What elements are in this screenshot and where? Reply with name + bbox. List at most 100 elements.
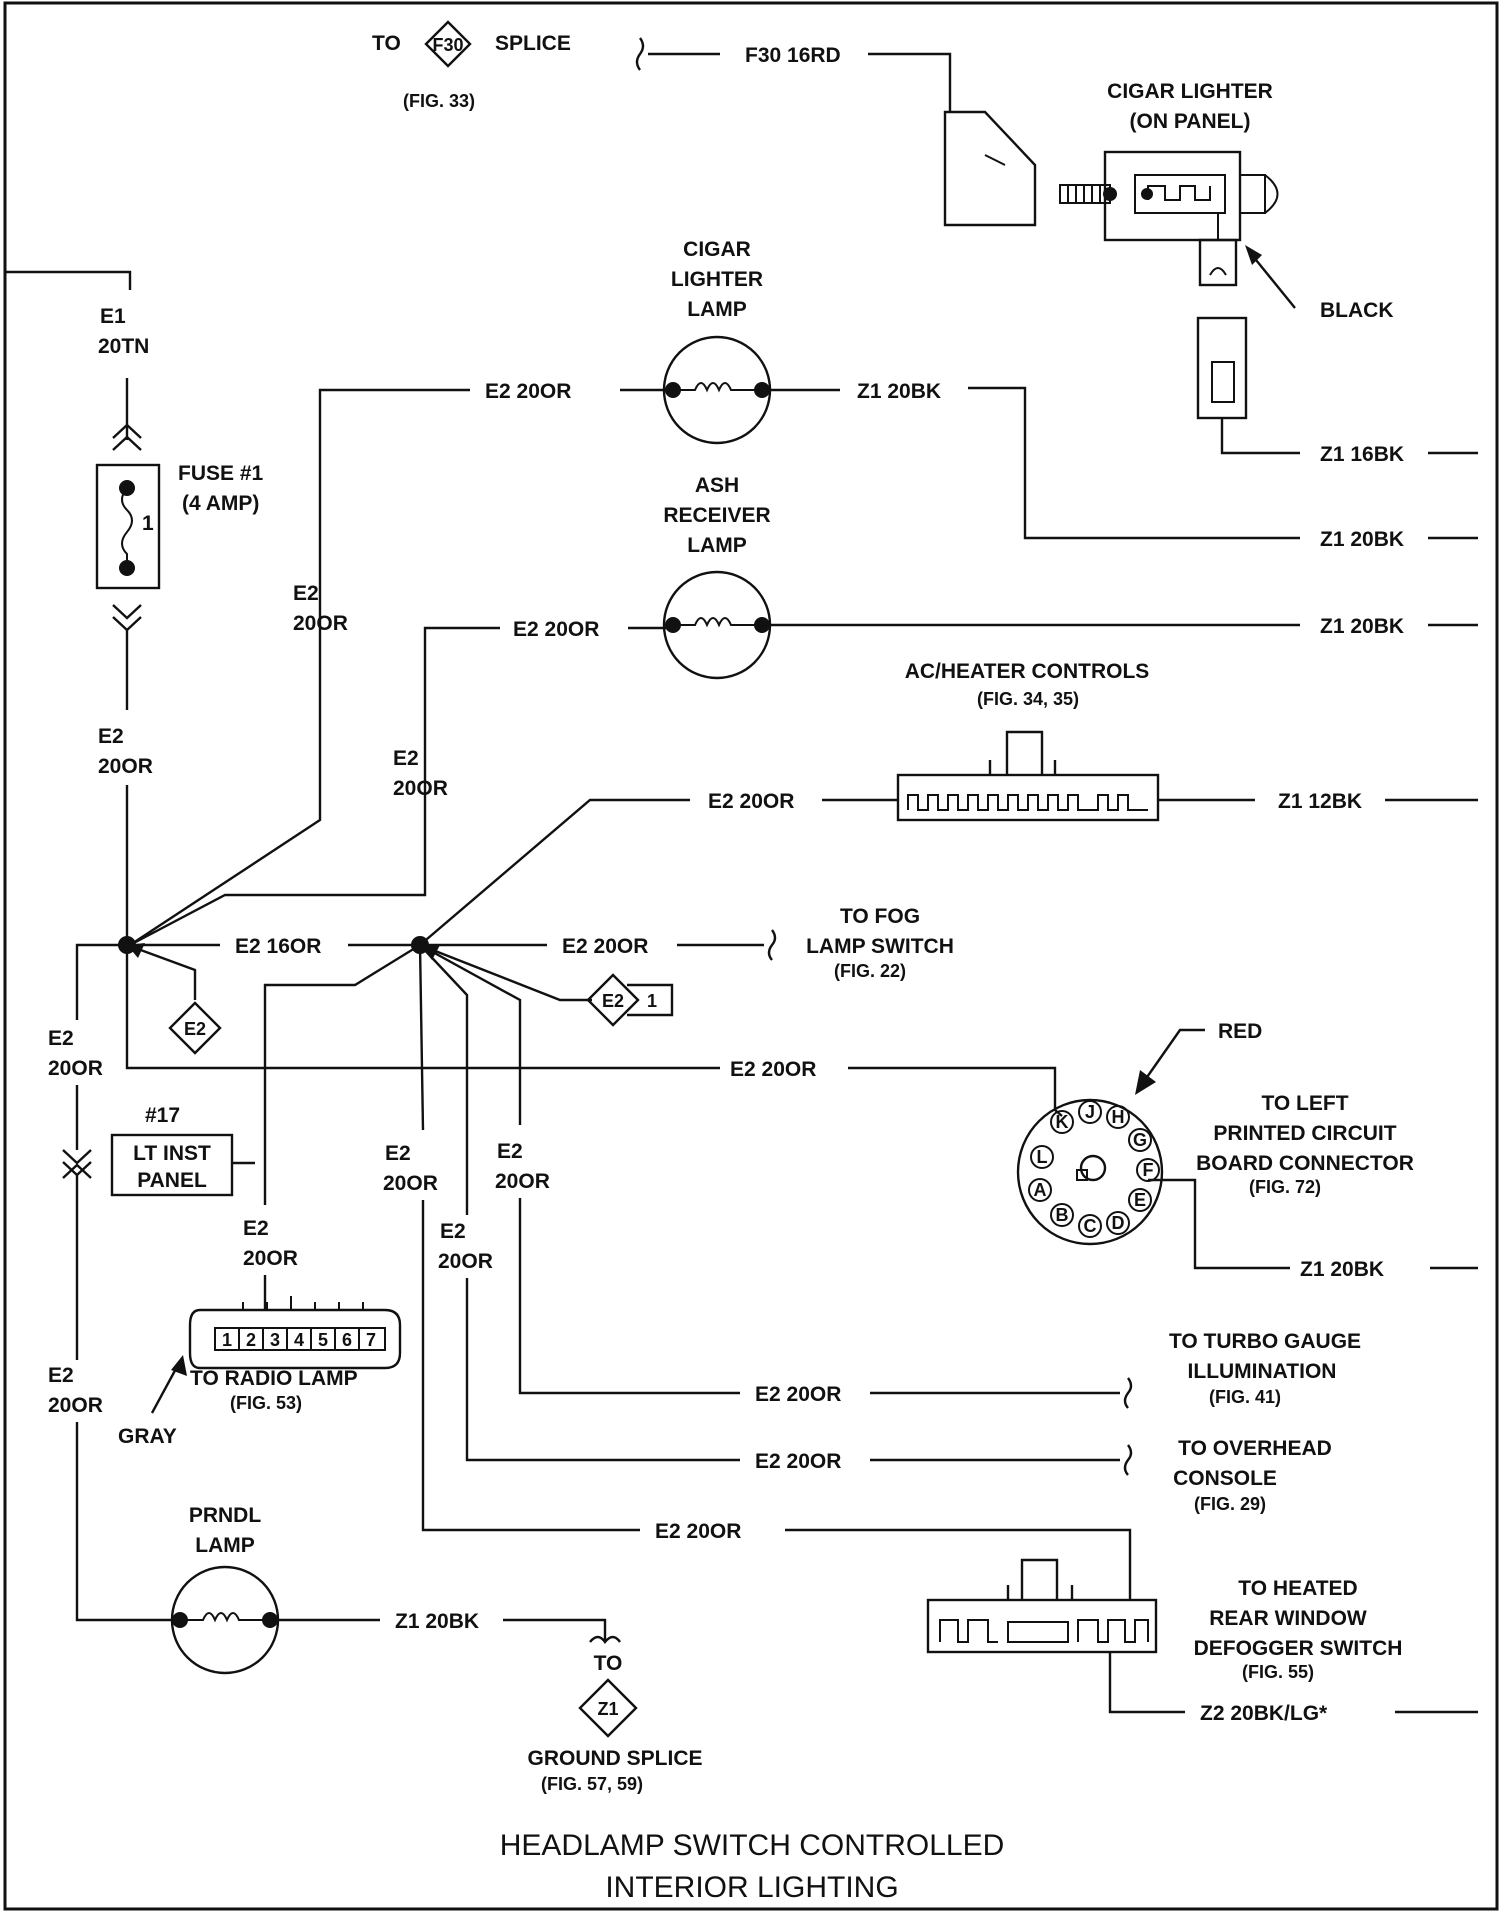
page-border <box>3 1 1499 1911</box>
black-label: BLACK <box>1320 299 1394 322</box>
z1-splice-label: Z1 <box>597 1699 618 1719</box>
f30-splice-group: TO F30 SPLICE (FIG. 33) F30 16RD CIGAR L… <box>372 20 1478 466</box>
overhead-fig: (FIG. 29) <box>1194 1494 1266 1514</box>
radio-pin-2: 2 <box>246 1330 256 1350</box>
pcb-pin-l: L <box>1037 1147 1048 1167</box>
prndl-lamp: PRNDL LAMP <box>170 1504 280 1675</box>
e2-turbo-label-1: E2 <box>497 1140 523 1163</box>
inst-panel-label-2: PANEL <box>137 1169 207 1192</box>
ac-heater-label: AC/HEATER CONTROLS <box>905 660 1150 683</box>
ash-lamp-label-2: RECEIVER <box>663 504 770 527</box>
e1-label-1: E1 <box>100 305 126 328</box>
e2-1-splice-diamond <box>586 973 640 1027</box>
e2-lower-left-label-1: E2 <box>48 1364 74 1387</box>
e2-splice-label: E2 <box>184 1019 206 1039</box>
e2-fuse-label-2: 20OR <box>98 755 153 778</box>
cigar-plug <box>943 110 1037 227</box>
defogger-label-2: REAR WINDOW <box>1209 1607 1367 1630</box>
e2-20or-defog-label: E2 20OR <box>655 1520 741 1543</box>
ash-receiver-lamp: ASH RECEIVER LAMP <box>662 474 772 680</box>
z1-12bk-label: Z1 12BK <box>1278 790 1362 813</box>
z2-label: Z2 20BK/LG* <box>1200 1702 1328 1725</box>
ground-splice-label: GROUND SPLICE <box>527 1747 702 1770</box>
pcb-pin-g: G <box>1133 1130 1147 1150</box>
cigar-lighter-body <box>1103 150 1242 242</box>
overhead-break-mark <box>1123 1444 1133 1476</box>
e2-radio-label-2: 20OR <box>243 1247 298 1270</box>
radio-fig: (FIG. 53) <box>230 1393 302 1413</box>
e2-20or-ash-label: E2 20OR <box>513 618 599 641</box>
e2-defog-label-2: 20OR <box>383 1172 438 1195</box>
ground-break-mark <box>589 1635 621 1644</box>
fog-fig: (FIG. 22) <box>834 961 906 981</box>
diagram-title-2: INTERIOR LIGHTING <box>605 1871 898 1904</box>
prndl-label-2: LAMP <box>195 1534 255 1557</box>
defogger-label-1: TO HEATED <box>1238 1577 1357 1600</box>
radio-pin-6: 6 <box>342 1330 352 1350</box>
overhead-label-1: TO OVERHEAD <box>1178 1437 1332 1460</box>
cigar-lighter-label-2: (ON PANEL) <box>1130 110 1251 133</box>
z1-20bk-cigar-label: Z1 20BK <box>857 380 941 403</box>
radio-lamp-connector: 1 2 3 4 5 6 7 TO RADIO LAMP (FIG. 53) GR… <box>118 1296 402 1448</box>
pcb-label-2: PRINTED CIRCUIT <box>1213 1122 1396 1145</box>
fuse-label-2: (4 AMP) <box>182 492 259 515</box>
cigar-lamp-label-2: LIGHTER <box>671 268 763 291</box>
pcb-pin-c: C <box>1084 1216 1097 1236</box>
f30-wire-label: F30 16RD <box>745 44 841 67</box>
turbo-break-mark <box>1123 1377 1133 1409</box>
fog-label-2: LAMP SWITCH <box>806 935 954 958</box>
f30-splice-diamond <box>424 20 472 68</box>
e2-fuse-label-1: E2 <box>98 725 124 748</box>
cigar-lighter-lamp: CIGAR LIGHTER LAMP <box>662 238 772 445</box>
radio-connector-body <box>188 1308 402 1370</box>
ac-heater-connector <box>896 773 1160 822</box>
inst-panel-label-1: LT INST <box>133 1142 211 1165</box>
red-label: RED <box>1218 1020 1262 1043</box>
overhead-label-2: CONSOLE <box>1173 1467 1277 1490</box>
e2-16or-label: E2 16OR <box>235 935 321 958</box>
to-label: TO <box>372 32 401 55</box>
radio-pin-4: 4 <box>294 1330 304 1350</box>
lt-inst-panel: #17 LT INST PANEL <box>110 1104 255 1197</box>
diagram-title-1: HEADLAMP SWITCH CONTROLLED <box>500 1829 1005 1862</box>
fuse-body <box>95 463 161 590</box>
z1-20bk-pcb-label: Z1 20BK <box>1300 1258 1384 1281</box>
e2-20or-pcb-label: E2 20OR <box>730 1058 816 1081</box>
fog-label-1: TO FOG <box>840 905 920 928</box>
pcb-connector: RED K J H G F E D C B A L TO LEFT PRINTE… <box>1016 1020 1478 1281</box>
z1-splice-diamond <box>578 1678 638 1738</box>
radio-label: TO RADIO LAMP <box>190 1367 358 1390</box>
fig33-label: (FIG. 33) <box>403 91 475 111</box>
pcb-fig: (FIG. 72) <box>1249 1177 1321 1197</box>
inst-panel-number: #17 <box>145 1104 180 1127</box>
ac-heater-fig: (FIG. 34, 35) <box>977 689 1079 709</box>
turbo-label-1: TO TURBO GAUGE <box>1169 1330 1361 1353</box>
e2-1-splice-num: 1 <box>647 991 657 1011</box>
e2-radio-label-1: E2 <box>243 1217 269 1240</box>
ground-fig: (FIG. 57, 59) <box>541 1774 643 1794</box>
e2-20or-cigar-label: E2 20OR <box>485 380 571 403</box>
defogger-fig: (FIG. 55) <box>1242 1662 1314 1682</box>
ash-lamp-label-1: ASH <box>695 474 739 497</box>
e2-split-b-2: 20OR <box>393 777 448 800</box>
cigar-lamp-label-3: LAMP <box>687 298 747 321</box>
f30-splice-label: F30 <box>432 35 463 55</box>
radio-pin-5: 5 <box>318 1330 328 1350</box>
e2-left-label-2: 20OR <box>48 1057 103 1080</box>
e2-overhead-label-2: 20OR <box>438 1250 493 1273</box>
turbo-label-2: ILLUMINATION <box>1188 1360 1337 1383</box>
pcb-pin-e: E <box>1134 1190 1146 1210</box>
prndl-label-1: PRNDL <box>189 1504 262 1527</box>
inst-panel-box <box>110 1133 234 1197</box>
defogger-label-3: DEFOGGER SWITCH <box>1194 1637 1403 1660</box>
e2-split-b-1: E2 <box>393 747 419 770</box>
pcb-pin-a: A <box>1034 1180 1047 1200</box>
e2-lower-left-label-2: 20OR <box>48 1394 103 1417</box>
z1-20bk-prndl-label: Z1 20BK <box>395 1610 479 1633</box>
e2-splice-diamond <box>168 1001 222 1055</box>
defogger-connector <box>926 1598 1158 1654</box>
e2-20or-overhead-label: E2 20OR <box>755 1450 841 1473</box>
pcb-label-3: BOARD CONNECTOR <box>1196 1152 1414 1175</box>
e2-left-label-1: E2 <box>48 1027 74 1050</box>
